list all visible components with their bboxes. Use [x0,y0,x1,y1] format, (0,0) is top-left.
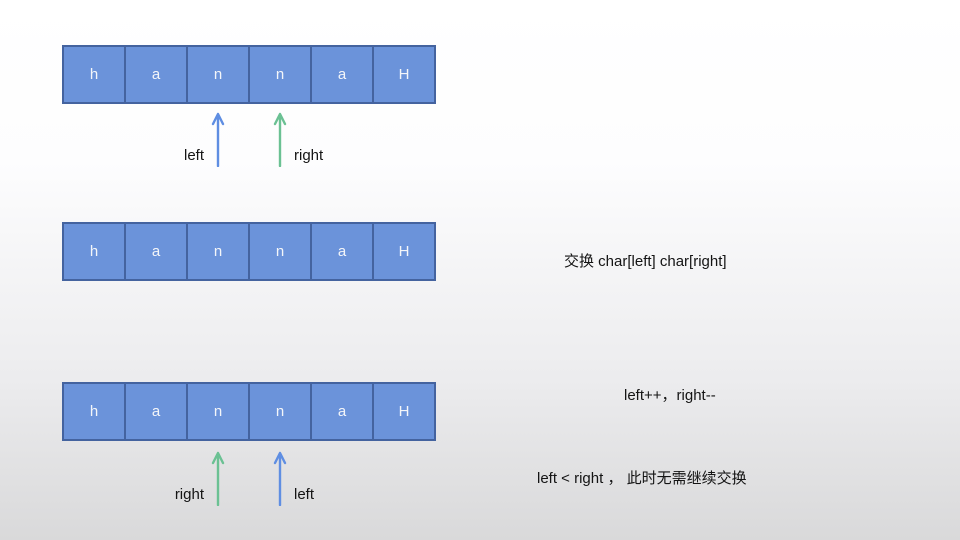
array-cell: n [250,384,312,439]
array-cell: a [312,224,374,279]
array-cell: h [64,47,126,102]
array-cell: a [312,47,374,102]
array-cell: a [126,47,188,102]
array-cell: n [188,384,250,439]
array-cell: n [188,224,250,279]
left-pointer-label: left [294,486,315,503]
left-pointer-label: left [183,147,204,164]
right-pointer-arrow-icon [273,111,287,167]
char-array-after-move: h a n n a H [62,382,436,441]
array-cell: a [312,384,374,439]
right-pointer-arrow-icon [211,450,225,506]
char-array-after-swap: h a n n a H [62,222,436,281]
right-pointer-label: right [174,486,204,503]
array-cell: a [126,384,188,439]
array-cell: n [250,224,312,279]
array-cell: a [126,224,188,279]
array-cell: n [250,47,312,102]
pointer-move-annotation: left++，right-- [624,387,716,404]
array-cell: H [374,224,434,279]
array-cell: h [64,384,126,439]
array-cell: h [64,224,126,279]
char-array-initial: h a n n a H [62,45,436,104]
stop-condition-annotation: left < right ， 此时无需继续交换 [537,470,747,487]
array-cell: H [374,384,434,439]
swap-annotation: 交换 char[left] char[right] [564,253,727,270]
left-pointer-arrow-icon [211,111,225,167]
array-cell: H [374,47,434,102]
left-pointer-arrow-icon [273,450,287,506]
array-cell: n [188,47,250,102]
right-pointer-label: right [294,147,324,164]
